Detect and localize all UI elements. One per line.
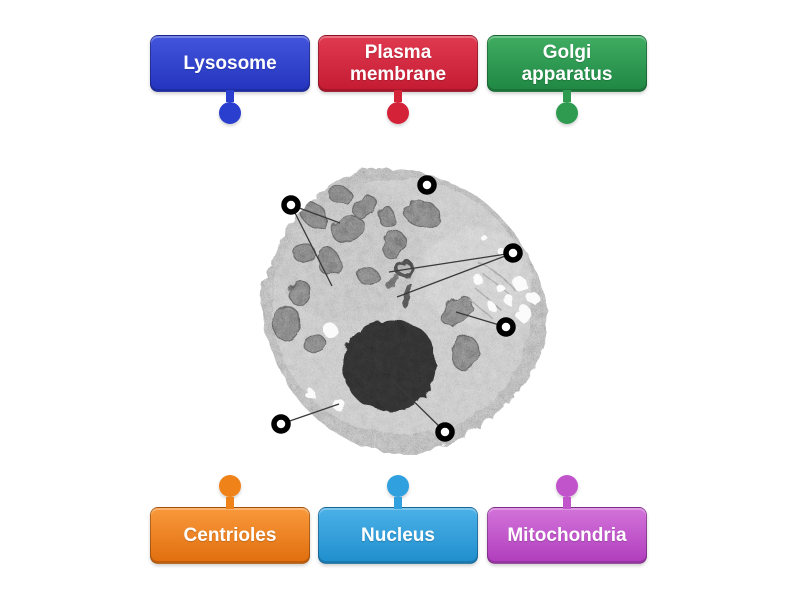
word-label-box[interactable]: Golgi apparatus	[487, 35, 647, 92]
word-label-box[interactable]: Mitochondria	[487, 507, 647, 564]
word-label-text: Mitochondria	[507, 524, 627, 546]
drop-target-ring-1[interactable]	[281, 195, 301, 215]
pin-dot-icon	[556, 475, 578, 497]
pin-dot-icon	[387, 102, 409, 124]
word-label-mitochondria[interactable]: Mitochondria	[487, 475, 647, 564]
word-label-plasma-membrane[interactable]: Plasma membrane	[318, 35, 478, 124]
drop-target-ring-6[interactable]	[435, 422, 455, 442]
word-label-text: Nucleus	[361, 524, 435, 546]
pin-stem	[563, 497, 571, 509]
pin-dot-icon	[387, 475, 409, 497]
word-label-lysosome[interactable]: Lysosome	[150, 35, 310, 124]
word-label-text: Centrioles	[183, 524, 277, 546]
pin-stem	[226, 90, 234, 102]
pin-dot-icon	[556, 102, 578, 124]
pin-stem	[394, 90, 402, 102]
word-label-box[interactable]: Centrioles	[150, 507, 310, 564]
label-pin	[556, 90, 578, 124]
label-pin	[556, 475, 578, 509]
word-label-box[interactable]: Lysosome	[150, 35, 310, 92]
word-label-text: Plasma membrane	[349, 42, 447, 85]
word-label-golgi-apparatus[interactable]: Golgi apparatus	[487, 35, 647, 124]
pin-stem	[563, 90, 571, 102]
pin-stem	[226, 497, 234, 509]
word-label-centrioles[interactable]: Centrioles	[150, 475, 310, 564]
pin-stem	[394, 497, 402, 509]
label-pin	[387, 90, 409, 124]
pin-dot-icon	[219, 102, 241, 124]
pin-dot-icon	[219, 475, 241, 497]
word-label-text: Lysosome	[183, 52, 277, 74]
word-label-box[interactable]: Plasma membrane	[318, 35, 478, 92]
drop-target-ring-5[interactable]	[271, 414, 291, 434]
word-label-box[interactable]: Nucleus	[318, 507, 478, 564]
label-pin	[387, 475, 409, 509]
word-label-text: Golgi apparatus	[521, 42, 613, 85]
label-pin	[219, 475, 241, 509]
drop-target-ring-3[interactable]	[503, 243, 523, 263]
label-pin	[219, 90, 241, 124]
drop-target-ring-2[interactable]	[417, 175, 437, 195]
word-label-nucleus[interactable]: Nucleus	[318, 475, 478, 564]
drop-target-ring-4[interactable]	[496, 317, 516, 337]
